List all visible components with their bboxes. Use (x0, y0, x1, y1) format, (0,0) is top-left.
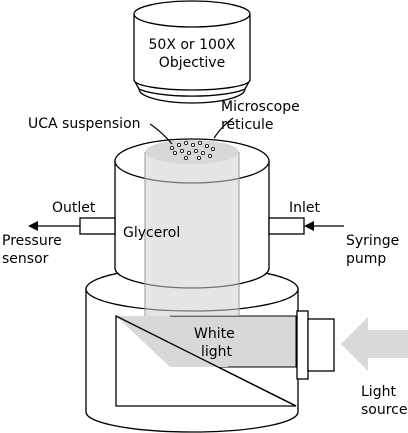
syringe-pump-label-line2: pump (346, 251, 386, 267)
outlet-arrow-head (28, 221, 38, 231)
uca-bubble (183, 155, 188, 160)
uca-bubble (179, 148, 184, 153)
light-column-body (145, 152, 239, 316)
uca-bubble (197, 140, 202, 145)
white-light-label-line1: White (194, 326, 235, 342)
objective-lens-tip (138, 88, 246, 104)
uca-bubble (210, 146, 215, 151)
light-source-label-line2: source (361, 402, 408, 418)
reticule-label-line1: Microscope (221, 99, 300, 115)
uca-bubble (204, 143, 209, 148)
syringe-pump-label-line1: Syringe (346, 233, 399, 249)
light-column-top (145, 140, 239, 164)
outlet-tube (79, 217, 116, 235)
objective-top (133, 0, 251, 28)
reticule-leader-line (213, 117, 234, 139)
mirror-diagonal (115, 315, 297, 407)
glycerol-label: Glycerol (123, 225, 180, 241)
pressure-sensor-label-line1: Pressure (2, 233, 62, 249)
uca-bubble (176, 142, 181, 147)
inlet-label: Inlet (289, 200, 321, 216)
labels: 50X or 100X Objective Microscope reticul… (2, 37, 408, 418)
light-column (144, 140, 240, 316)
mirror-reflective-face (116, 316, 228, 367)
uca-bubble (207, 153, 212, 158)
reticule-label-line2: reticule (221, 117, 274, 133)
objective-lens (133, 0, 251, 104)
light-source-lamp (307, 318, 335, 372)
uca-bubbles (169, 140, 215, 160)
objective-label-line1: 50X or 100X (149, 37, 236, 53)
white-light-label-line2: light (201, 344, 233, 360)
uca-bubble (172, 150, 177, 155)
uca-bubble (183, 140, 188, 145)
uca-bubble (193, 148, 198, 153)
light-source-label-line1: Light (361, 384, 396, 400)
pressure-sensor-label-line2: sensor (2, 251, 49, 267)
uca-suspension-label: UCA suspension (28, 116, 141, 132)
light-source-flange (296, 310, 309, 380)
light-arrow (341, 317, 408, 371)
uca-bubble (200, 150, 205, 155)
inlet-arrow-head (304, 221, 314, 231)
objective-label-line2: Objective (159, 55, 225, 71)
uca-bubble (186, 150, 191, 155)
objective-lower-rim (133, 79, 251, 91)
inlet-tube (268, 217, 305, 235)
uca-bubble (196, 155, 201, 160)
objective-body (133, 13, 251, 97)
uca-bubble (169, 145, 174, 150)
uca-leader-line (149, 123, 173, 145)
light-source-housing (296, 310, 335, 380)
uca-bubble (190, 142, 195, 147)
outlet-label: Outlet (52, 200, 96, 216)
